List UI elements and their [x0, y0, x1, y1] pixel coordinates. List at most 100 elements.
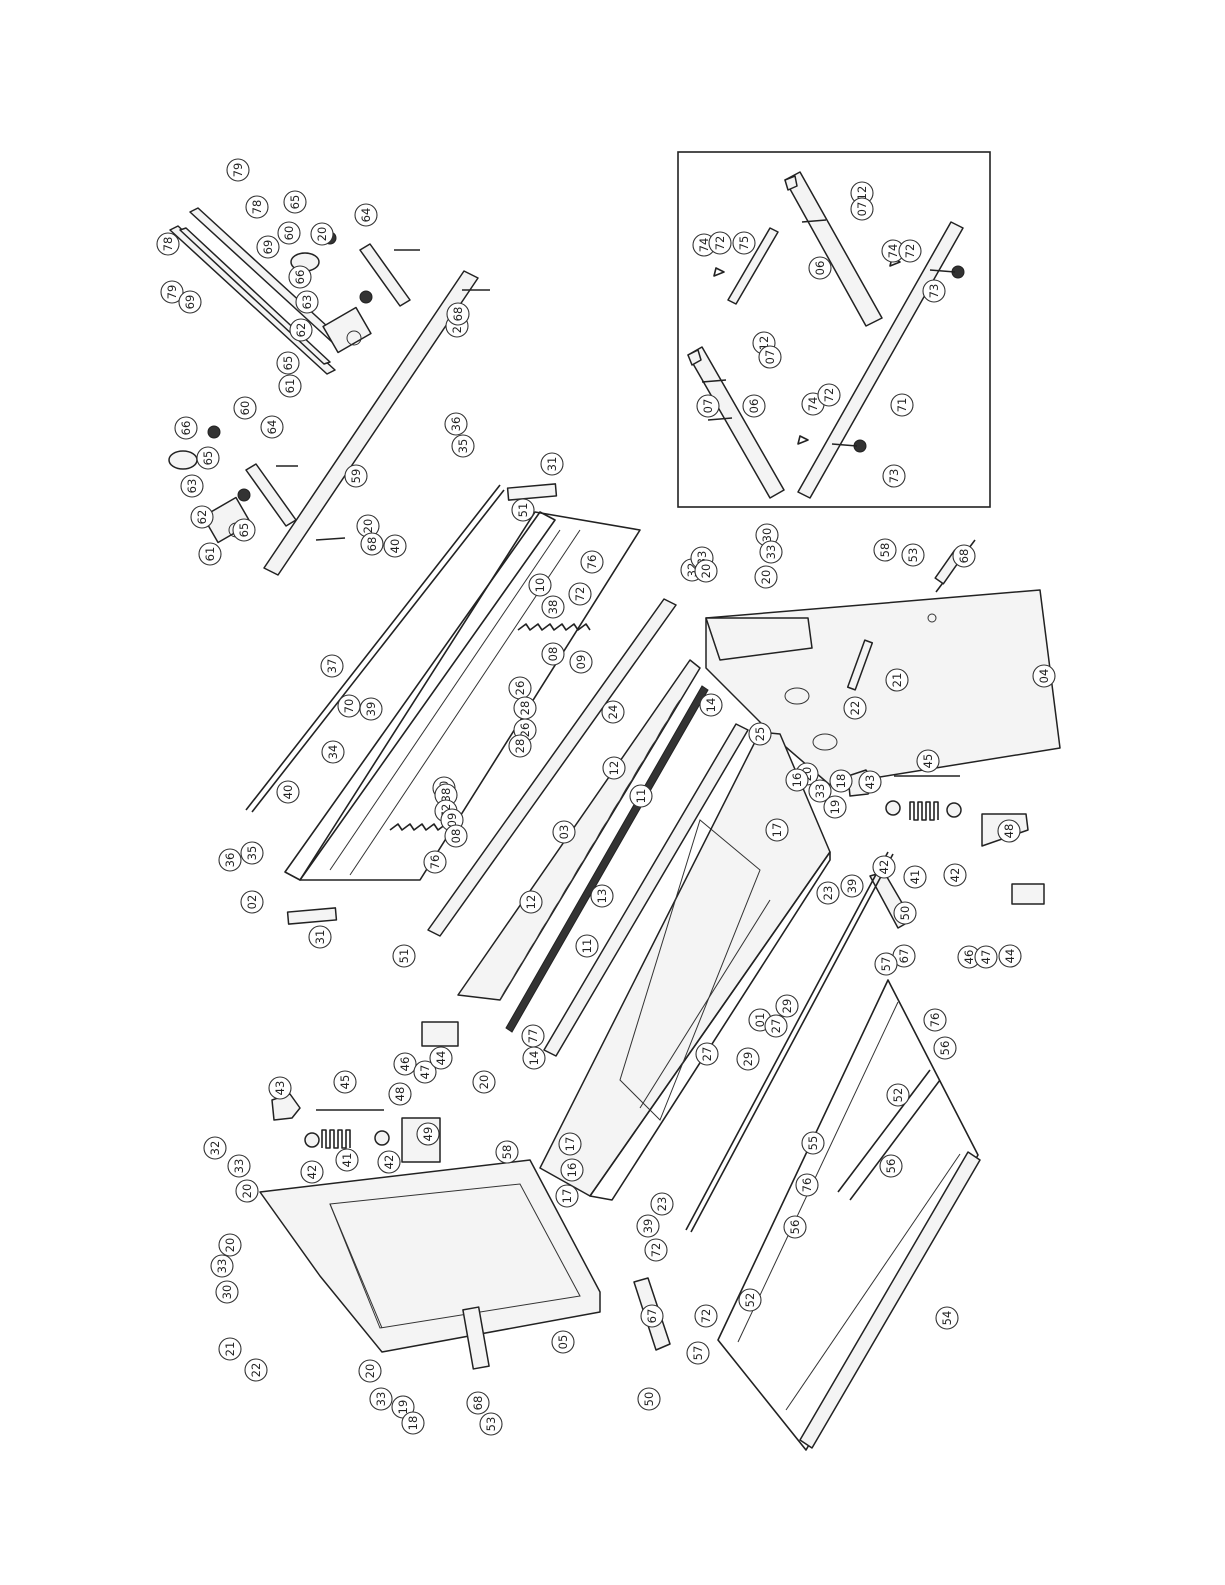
part-callout-14: 14: [699, 693, 723, 717]
part-callout-18: 18: [401, 1411, 425, 1435]
callout-circle: [874, 952, 898, 976]
callout-circle: [203, 1136, 227, 1160]
part-callout-37: 37: [320, 654, 344, 678]
callout-number: 61: [203, 547, 217, 562]
callout-number: 33: [374, 1392, 388, 1407]
part-callout-20: 20: [358, 1359, 382, 1383]
part-callout-41: 41: [903, 865, 927, 889]
callout-number: 70: [342, 699, 356, 714]
callout-circle: [416, 1122, 440, 1146]
callout-circle: [637, 1387, 661, 1411]
part-callout-30: 30: [755, 523, 779, 547]
callout-circle: [759, 540, 783, 564]
callout-circle: [344, 464, 368, 488]
part-callout-06: 06: [742, 394, 766, 418]
part-callout-16: 16: [785, 768, 809, 792]
callout-number: 30: [760, 528, 774, 543]
callout-number: 58: [878, 543, 892, 558]
callout-number: 52: [891, 1088, 905, 1103]
callout-circle: [555, 1184, 579, 1208]
part-callout-50: 50: [893, 901, 917, 925]
callout-circle: [974, 945, 998, 969]
callout-circle: [898, 239, 922, 263]
callout-circle: [699, 693, 723, 717]
callout-circle: [541, 595, 565, 619]
callout-number: 65: [237, 523, 251, 538]
callout-number: 56: [938, 1041, 952, 1056]
part-callout-63: 63: [295, 290, 319, 314]
part-callout-71: 71: [890, 393, 914, 417]
part-callout-68: 68: [446, 302, 470, 326]
callout-circle: [276, 780, 300, 804]
part-callout-31: 31: [540, 452, 564, 476]
callout-circle: [235, 1179, 259, 1203]
callout-circle: [602, 756, 626, 780]
callout-circle: [288, 265, 312, 289]
part-callout-10: 10: [528, 573, 552, 597]
callout-circle: [808, 256, 832, 280]
part-callout-33: 33: [227, 1154, 251, 1178]
part-callout-68: 68: [466, 1391, 490, 1415]
part-callout-08: 08: [541, 642, 565, 666]
callout-number: 76: [585, 555, 599, 570]
part-callout-23: 23: [816, 881, 840, 905]
part-callout-17: 17: [555, 1184, 579, 1208]
part-callout-35: 35: [451, 434, 475, 458]
callout-circle: [210, 1254, 234, 1278]
callout-number: 11: [634, 789, 648, 804]
callout-circle: [569, 650, 593, 674]
callout-number: 76: [928, 1013, 942, 1028]
callout-circle: [310, 222, 334, 246]
callout-circle: [444, 824, 468, 848]
callout-circle: [575, 934, 599, 958]
callout-circle: [568, 582, 592, 606]
part-callout-17: 17: [765, 818, 789, 842]
callout-number: 28: [513, 739, 527, 754]
callout-number: 45: [921, 754, 935, 769]
callout-number: 36: [223, 853, 237, 868]
callout-number: 39: [364, 702, 378, 717]
fence-rails-assembly: [168, 207, 490, 576]
callout-circle: [218, 848, 242, 872]
callout-circle: [916, 749, 940, 773]
callout-circle: [289, 318, 313, 342]
inset-parts: [687, 171, 965, 499]
part-callout-59: 59: [344, 464, 368, 488]
part-callout-20: 20: [218, 1233, 242, 1257]
part-callout-43: 43: [268, 1076, 292, 1100]
callout-number: 53: [906, 548, 920, 563]
callout-number: 17: [770, 823, 784, 838]
callout-number: 55: [806, 1136, 820, 1151]
callout-number: 33: [215, 1259, 229, 1274]
callout-circle: [227, 1154, 251, 1178]
callout-number: 34: [326, 745, 340, 760]
callout-number: 63: [300, 295, 314, 310]
callout-number: 09: [445, 813, 459, 828]
callout-number: 53: [484, 1417, 498, 1432]
part-callout-33: 33: [759, 540, 783, 564]
callout-number: 37: [325, 659, 339, 674]
callout-number: 78: [161, 237, 175, 252]
callout-circle: [358, 1359, 382, 1383]
part-callout-13: 13: [590, 884, 614, 908]
part-callout-65: 65: [232, 518, 256, 542]
callout-number: 59: [349, 469, 363, 484]
callout-circle: [933, 1036, 957, 1060]
part-callout-30: 30: [215, 1280, 239, 1304]
callout-number: 22: [249, 1363, 263, 1378]
callout-circle: [748, 722, 772, 746]
callout-circle: [695, 1042, 719, 1066]
callout-number: 17: [563, 1137, 577, 1152]
callout-circle: [393, 1052, 417, 1076]
callout-number: 33: [813, 784, 827, 799]
callout-number: 47: [418, 1065, 432, 1080]
callout-number: 79: [165, 285, 179, 300]
callout-number: 35: [245, 846, 259, 861]
part-callout-44: 44: [998, 944, 1022, 968]
callout-number: 54: [940, 1311, 954, 1326]
callout-circle: [198, 542, 222, 566]
callout-circle: [423, 850, 447, 874]
part-callout-51: 51: [392, 944, 416, 968]
part-callout-47: 47: [413, 1060, 437, 1084]
callout-number: 68: [957, 549, 971, 564]
